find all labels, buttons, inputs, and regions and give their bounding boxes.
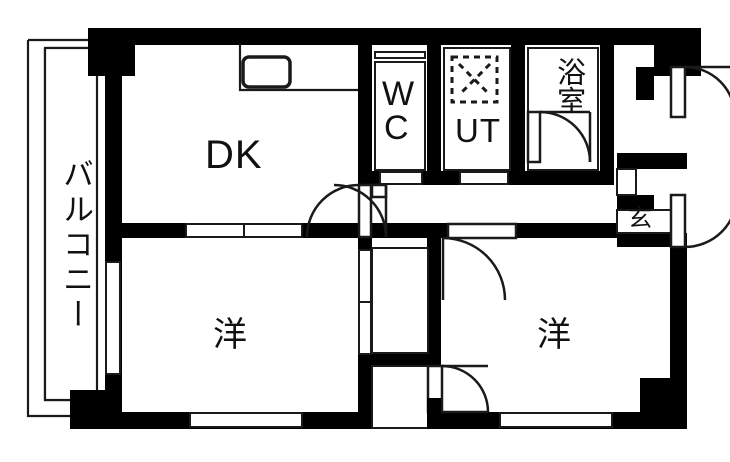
wc-door[interactable] [379, 171, 423, 185]
washing-machine-placement [450, 55, 499, 104]
kitchen-counter [238, 45, 358, 92]
sliding-door-dk-room-left[interactable] [185, 223, 303, 238]
room-right-door[interactable] [441, 222, 518, 301]
window-room-left-south [189, 412, 303, 428]
window-wc-north [374, 51, 426, 59]
genkan-upper-door[interactable] [669, 65, 730, 119]
closet-sliding-left[interactable] [358, 249, 372, 355]
genkan-entry-door[interactable] [669, 193, 730, 249]
wc-room-box [374, 61, 426, 171]
wall-nub-bottom-center [427, 398, 441, 429]
ut-door[interactable] [459, 171, 509, 185]
balcony-inner-panel [43, 46, 99, 402]
closet-panel-right[interactable] [371, 247, 429, 429]
hall-door[interactable] [333, 183, 388, 238]
bath-door[interactable] [526, 110, 592, 164]
kitchen-sink [241, 55, 292, 89]
genkan-box [616, 168, 672, 234]
sliding-door-balcony[interactable] [105, 261, 121, 375]
window-room-right-south [499, 412, 613, 428]
ut-room-box [443, 47, 511, 171]
